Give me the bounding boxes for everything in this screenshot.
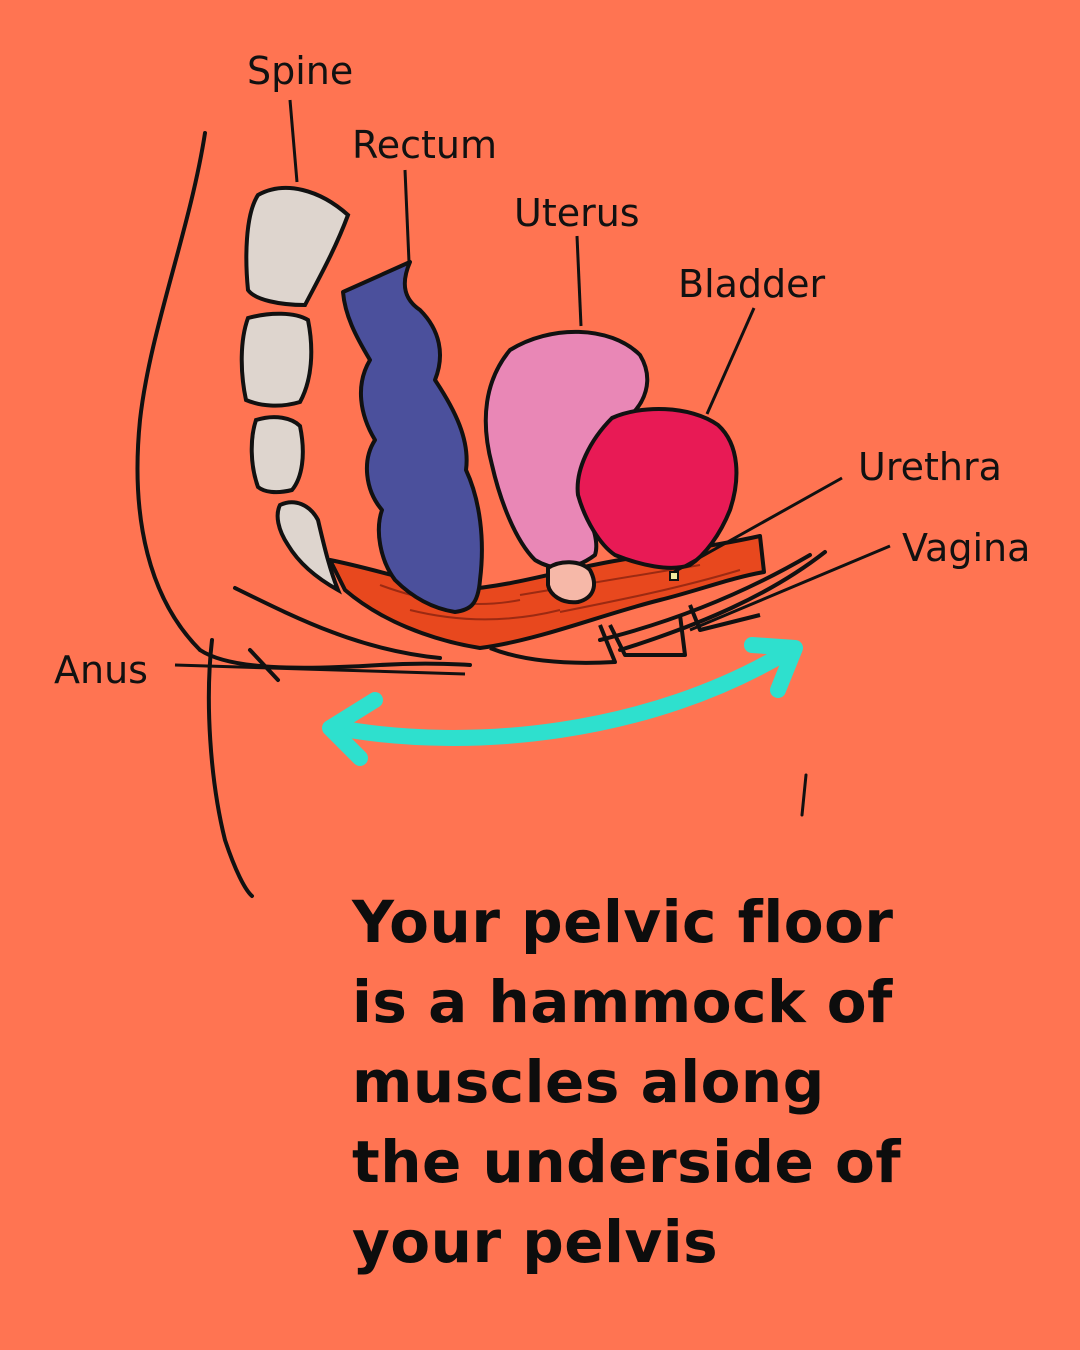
thigh-line [233, 586, 442, 660]
caption-line: the underside of [352, 1128, 902, 1196]
label-rectum: Rectum [352, 123, 497, 167]
vertebra-3 [249, 415, 305, 495]
caption-line: is a hammock of [352, 968, 893, 1036]
label-urethra: Urethra [858, 445, 1002, 489]
bladder [575, 406, 739, 570]
arrow-head-right-icon [744, 637, 803, 698]
caption-line: muscles along [352, 1048, 825, 1116]
perineum-structure [489, 604, 761, 665]
cervix [546, 560, 596, 605]
rectum-leader [403, 169, 411, 263]
vertebra-2 [239, 311, 314, 408]
rectum [341, 260, 484, 614]
thigh-line-2 [248, 648, 280, 682]
back-outline [135, 131, 207, 652]
vertebra-1 [244, 186, 351, 308]
label-vagina: Vagina [902, 526, 1031, 570]
vagina-canal [598, 550, 827, 652]
label-anus: Anus [54, 648, 148, 692]
arrow-head-left-icon [322, 692, 383, 766]
label-spine: Spine [247, 49, 354, 93]
urethra-leader [673, 476, 843, 574]
spine-leader [288, 99, 299, 183]
caption: Your pelvic floor is a hammock of muscle… [352, 882, 1052, 1282]
anus-leader [174, 663, 466, 676]
front-line [800, 773, 808, 817]
vagina-leader [689, 544, 891, 632]
uterus-leader [575, 235, 583, 327]
bladder-leader [705, 307, 756, 415]
label-bladder: Bladder [678, 262, 826, 306]
hammock-arrow-shaft [330, 642, 798, 746]
label-uterus: Uterus [514, 191, 640, 235]
caption-line: Your pelvic floor [352, 888, 894, 956]
urethra-opening [669, 571, 679, 581]
leg-outline [206, 638, 254, 898]
buttock-outline [198, 648, 472, 670]
caption-line: your pelvis [352, 1208, 719, 1276]
coccyx [275, 500, 342, 595]
